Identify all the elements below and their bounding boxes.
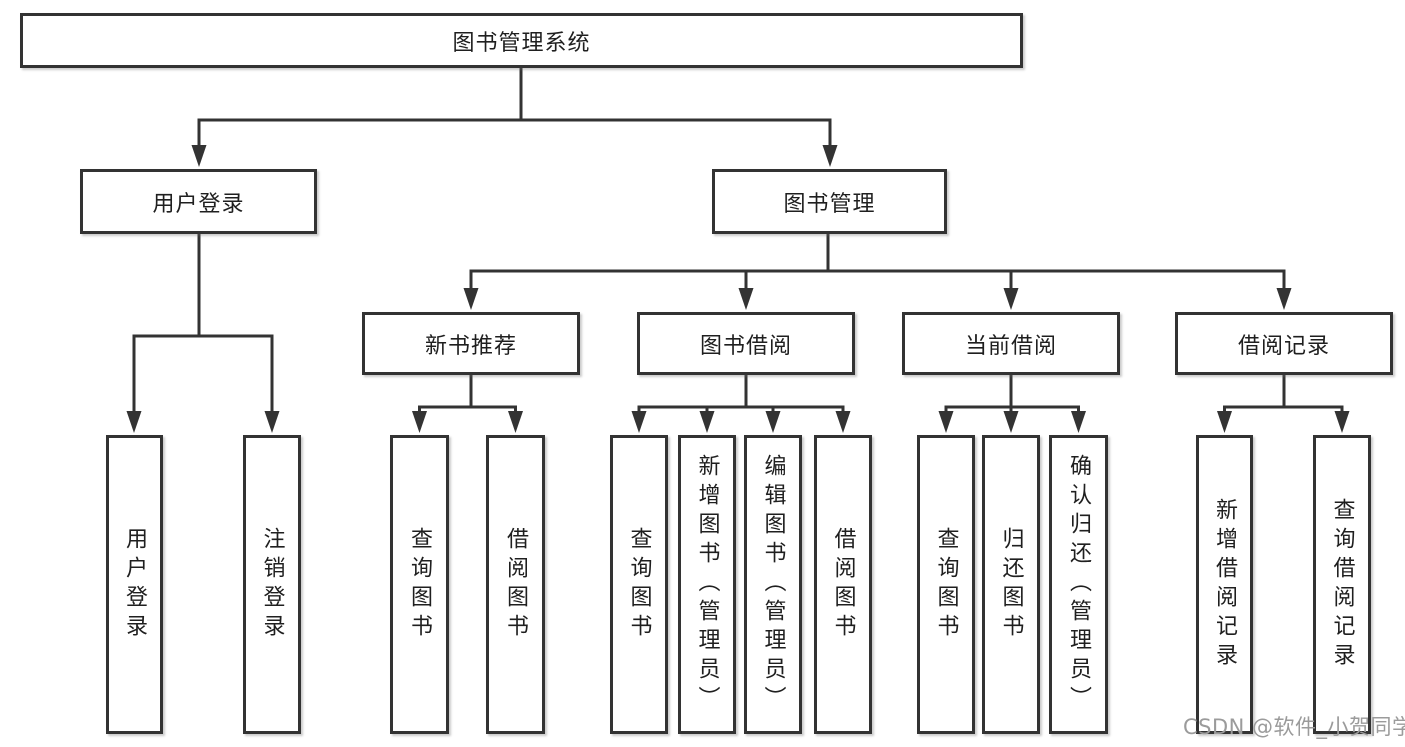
node-borrowing-records: 借阅记录 — [1175, 312, 1393, 375]
leaf-records-query-label: 查询借阅记录 — [1329, 497, 1355, 672]
connector-borrowing-to-leaves — [637, 375, 845, 416]
leaf-user-login: 用户登录 — [106, 435, 163, 734]
leaf-borrowing-query-label: 查询图书 — [626, 526, 652, 643]
leaf-current-return-label: 归还图书 — [998, 526, 1024, 643]
leaf-current-query-label: 查询图书 — [933, 526, 959, 643]
leaf-borrowing-borrow-label: 借阅图书 — [830, 526, 856, 643]
node-current-borrowing-label: 当前借阅 — [964, 333, 1057, 359]
connector-current-to-leaves — [944, 375, 1080, 416]
leaf-current-query: 查询图书 — [917, 435, 975, 734]
node-user-login-label: 用户登录 — [152, 191, 245, 217]
node-borrowing-records-label: 借阅记录 — [1237, 333, 1330, 359]
leaf-current-confirm-return-label: 确认归还（管理员） — [1066, 454, 1092, 715]
leaf-newbooks-query: 查询图书 — [390, 435, 449, 734]
node-book-management-label: 图书管理 — [783, 191, 876, 217]
leaf-newbooks-borrow: 借阅图书 — [486, 435, 545, 734]
leaf-newbooks-query-label: 查询图书 — [407, 526, 433, 643]
leaf-borrowing-add-book: 新增图书（管理员） — [678, 435, 736, 734]
node-new-book-recommend: 新书推荐 — [362, 312, 580, 375]
leaf-borrowing-edit-book: 编辑图书（管理员） — [744, 435, 802, 734]
leaf-logout: 注销登录 — [243, 435, 301, 734]
leaf-borrowing-query: 查询图书 — [610, 435, 668, 734]
node-root-label: 图书管理系统 — [452, 30, 591, 56]
connector-newbooks-to-leaves — [418, 375, 517, 416]
leaf-borrowing-borrow: 借阅图书 — [814, 435, 872, 734]
leaf-current-confirm-return: 确认归还（管理员） — [1049, 435, 1108, 734]
node-book-borrowing-label: 图书借阅 — [699, 333, 792, 359]
csdn-watermark: CSDN @软件_小贺同学 — [1183, 715, 1405, 739]
connector-userlogin-to-leaves — [132, 234, 274, 416]
leaf-current-return: 归还图书 — [982, 435, 1040, 734]
leaf-borrowing-edit-book-label: 编辑图书（管理员） — [760, 454, 786, 715]
arrowheads — [126, 145, 1350, 433]
leaf-logout-label: 注销登录 — [259, 526, 285, 643]
leaf-records-add-label: 新增借阅记录 — [1212, 497, 1238, 672]
leaf-records-query: 查询借阅记录 — [1313, 435, 1371, 734]
node-book-borrowing: 图书借阅 — [637, 312, 855, 375]
connector-records-to-leaves — [1223, 375, 1344, 416]
node-current-borrowing: 当前借阅 — [902, 312, 1120, 375]
leaf-borrowing-add-book-label: 新增图书（管理员） — [694, 454, 720, 715]
node-new-book-recommend-label: 新书推荐 — [424, 333, 517, 359]
node-user-login: 用户登录 — [80, 169, 317, 234]
node-book-management: 图书管理 — [712, 169, 947, 234]
connector-bookmgmt-to-level3 — [469, 234, 1286, 293]
node-root: 图书管理系统 — [20, 13, 1023, 68]
leaf-user-login-label: 用户登录 — [122, 526, 148, 643]
leaf-newbooks-borrow-label: 借阅图书 — [503, 526, 529, 643]
connector-root-to-level2 — [197, 68, 832, 150]
leaf-records-add: 新增借阅记录 — [1196, 435, 1253, 734]
